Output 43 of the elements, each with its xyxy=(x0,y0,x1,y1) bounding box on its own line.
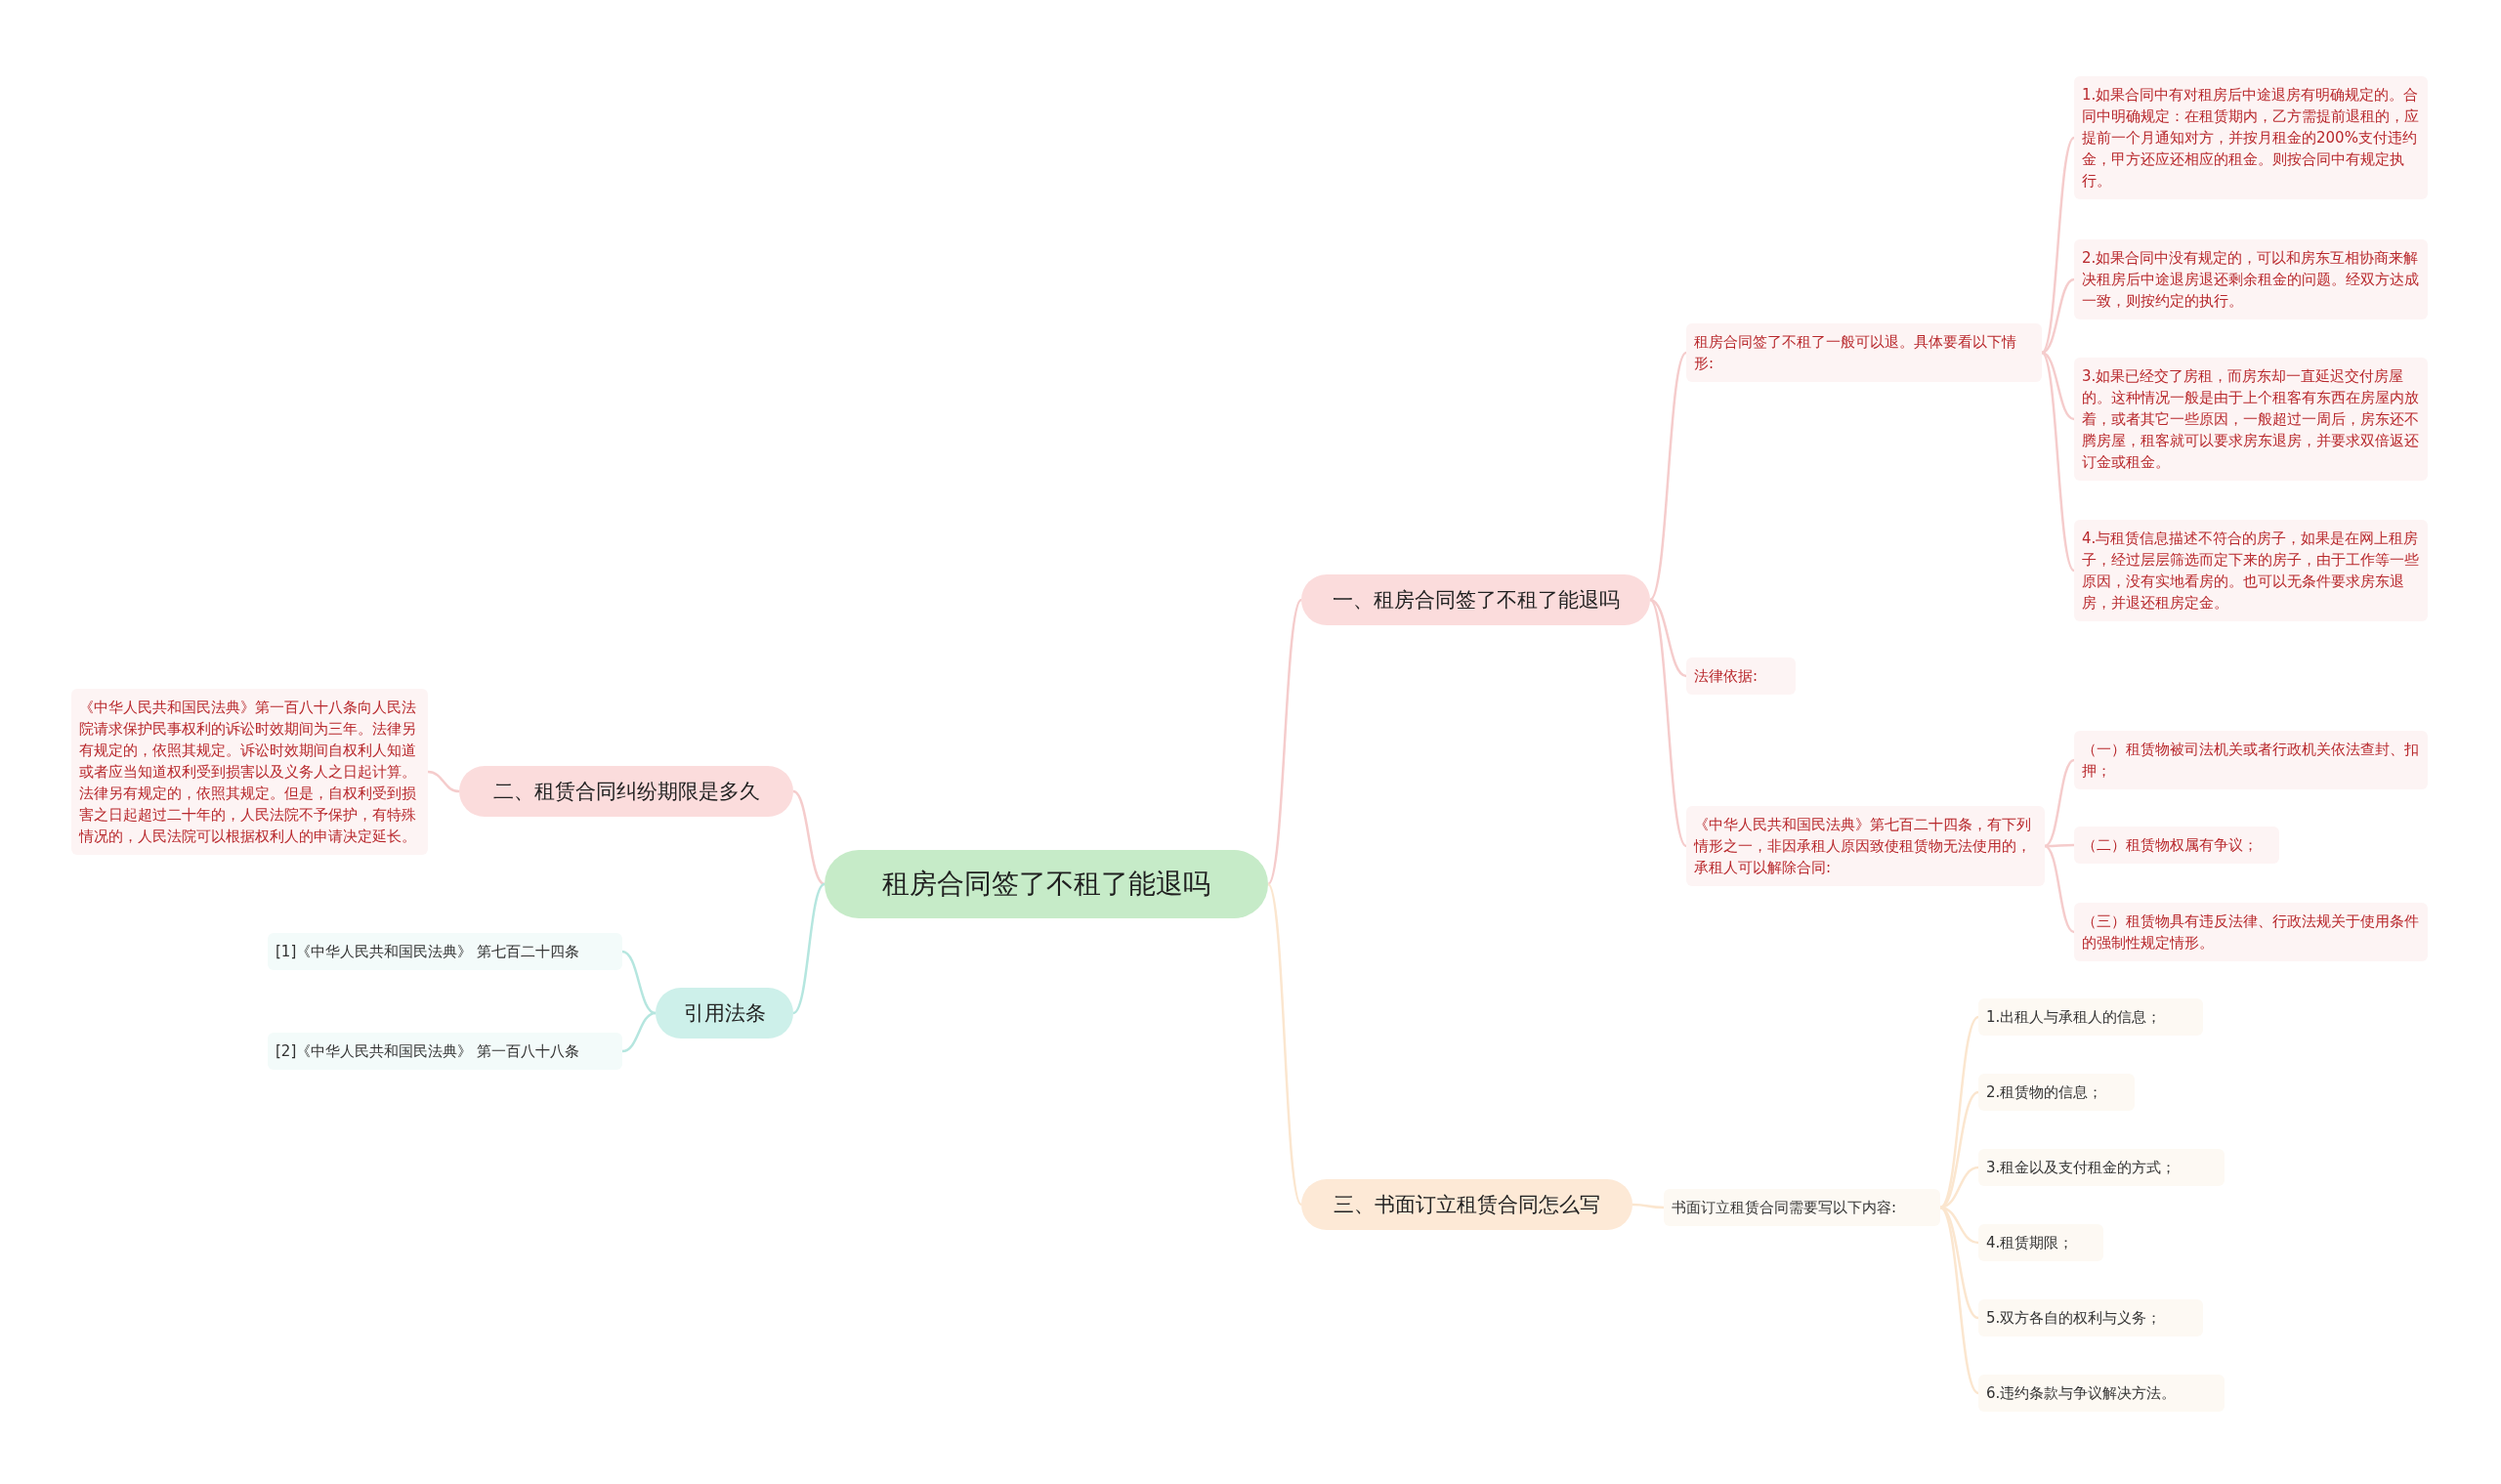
connector-line xyxy=(2044,758,2075,848)
subtopic-box: 1.出租人与承租人的信息； xyxy=(1978,998,2203,1036)
connector-line xyxy=(2045,843,2074,848)
subtopic-box: 5.双方各自的权利与义务； xyxy=(1978,1299,2203,1336)
subtopic-box: 4.与租赁信息描述不符合的房子，如果是在网上租房子，经过层层筛选而定下来的房子，由于工作等一些原因，没有实地看房的。也可以无条件要求房东退房，并退还租房定金。 xyxy=(2074,520,2428,621)
branch-topic: 引用法条 xyxy=(656,988,793,1039)
connector-line xyxy=(792,789,826,886)
connector-line xyxy=(2044,844,2075,934)
connector-line xyxy=(792,882,826,1015)
subtopic-box: 6.违约条款与争议解决方法。 xyxy=(1978,1375,2225,1412)
subtopic-box: 1.如果合同中有对租房后中途退房有明确规定的。合同中明确规定：在租赁期内，乙方需提前退租的，应提前一个月通知对方，并按月租金的200%支付违约金，甲方还应还相应的租金。则按合同中有规定执行。 xyxy=(2074,76,2428,199)
connector-line xyxy=(1649,599,1687,847)
subtopic-box: 法律依据: xyxy=(1686,657,1796,695)
connector-line xyxy=(2041,352,2075,572)
subtopic-box: （一）租赁物被司法机关或者行政机关依法查封、扣押； xyxy=(2074,731,2428,789)
subtopic-box: 书面订立租赁合同需要写以下内容: xyxy=(1664,1189,1940,1226)
connector-line xyxy=(621,1011,657,1053)
subtopic-box: 2.如果合同中没有规定的，可以和房东互相协商来解决租房后中途退房退还剩余租金的问题。经双方达成一致，则按约定的执行。 xyxy=(2074,239,2428,319)
connector-line xyxy=(1632,1203,1665,1209)
subtopic-box: 3.租金以及支付租金的方式； xyxy=(1978,1149,2225,1186)
connector-line xyxy=(1939,1207,1979,1394)
connector-line xyxy=(1939,1016,1979,1208)
branch-topic: 一、租房合同签了不租了能退吗 xyxy=(1301,574,1650,625)
subtopic-box: [2]《中华人民共和国民法典》 第一百八十八条 xyxy=(268,1033,622,1070)
subtopic-box: （二）租赁物权属有争议； xyxy=(2074,827,2279,864)
connector-line xyxy=(1649,352,1687,601)
connector-line xyxy=(427,770,460,793)
subtopic-box: （三）租赁物具有违反法律、行政法规关于使用条件的强制性规定情形。 xyxy=(2074,903,2428,961)
connector-line xyxy=(621,950,657,1015)
connector-line xyxy=(1266,883,1303,1206)
connector-line xyxy=(2041,137,2075,354)
subtopic-box: [1]《中华人民共和国民法典》 第七百二十四条 xyxy=(268,933,622,970)
branch-topic: 二、租赁合同纠纷期限是多久 xyxy=(459,766,793,817)
subtopic-box: 《中华人民共和国民法典》第七百二十四条，有下列情形之一，非因承租人原因致使租赁物无法使用的，承租人可以解除合同: xyxy=(1686,806,2045,886)
subtopic-box: 《中华人民共和国民法典》第一百八十八条向人民法院请求保护民事权利的诉讼时效期间为三年。法律另有规定的，依照其规定。诉讼时效期间自权利人知道或者应当知道权利受到损害以及义务人之日起计算。法律另有规定的，依照其规定。但是，自权利受到损害之日起超过二十年的，人民法院不予保护，有特殊情况的，人民法院可以根据权利人的申请决定延长。 xyxy=(71,689,428,855)
subtopic-box: 4.租赁期限； xyxy=(1978,1224,2103,1261)
branch-topic: 三、书面订立租赁合同怎么写 xyxy=(1301,1179,1632,1230)
connector-line xyxy=(1266,599,1303,885)
subtopic-box: 2.租赁物的信息； xyxy=(1978,1074,2135,1111)
connector-line xyxy=(1649,598,1687,678)
subtopic-box: 3.如果已经交了房租，而房东却一直延迟交付房屋的。这种情况一般是由于上个租客有东西在房屋内放着，或者其它一些原因，一般超过一周后，房东还不腾房屋，租客就可以要求房东退房，并要求双倍返还订金或租金。 xyxy=(2074,358,2428,481)
subtopic-box: 租房合同签了不租了一般可以退。具体要看以下情形: xyxy=(1686,323,2042,382)
central-topic: 租房合同签了不租了能退吗 xyxy=(825,850,1268,918)
